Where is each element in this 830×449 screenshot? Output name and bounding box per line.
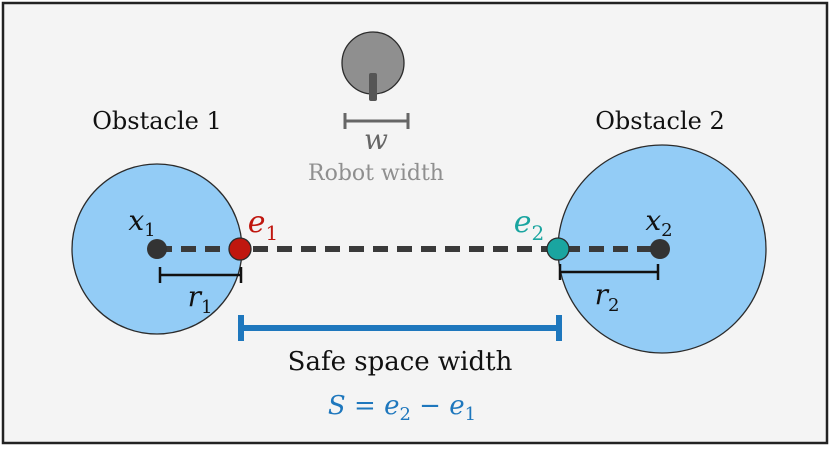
edge-1-label: e1 [248,205,279,245]
edge-point-2 [546,237,570,261]
obstacle-1-title: Obstacle 1 [92,107,222,135]
robot-icon [341,31,405,101]
obstacle-2-title: Obstacle 2 [595,107,725,135]
radius-1-label: r1 [188,280,213,318]
obstacle-2-center-dot [650,239,670,259]
robot-width-caption: Robot width [308,161,444,186]
edge-2-label: e2 [514,205,545,245]
robot-width-variable: w [364,123,388,156]
obstacle-2-center-label: x2 [645,204,672,241]
obstacle-1-center-dot [147,239,167,259]
edge-point-1 [228,237,252,261]
obstacle-1-center-label: x1 [128,204,155,241]
safe-space-label: Safe space width [288,347,513,377]
radius-1-bracket [158,267,243,283]
robot-width-bracket [343,113,410,129]
radius-2-label: r2 [595,278,620,316]
safe-space-formula: S = e2 − e1 [328,391,476,425]
safe-space-bracket [238,315,562,341]
radius-2-bracket [558,264,660,280]
